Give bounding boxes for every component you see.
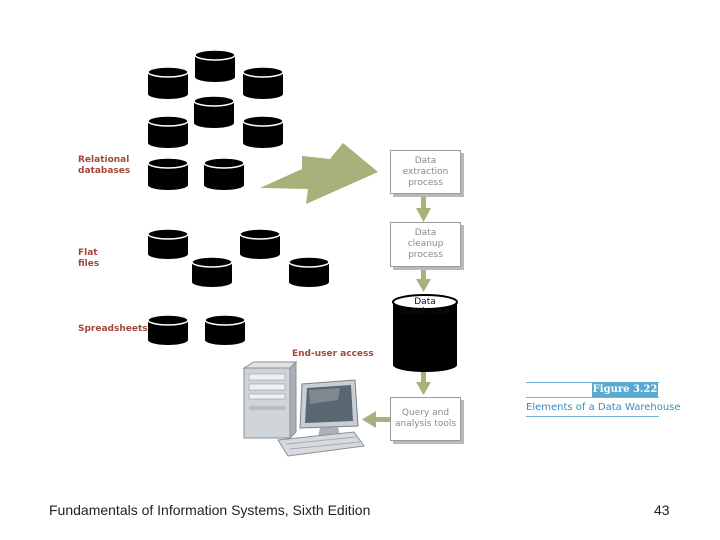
- figure-middle-rule: [526, 397, 659, 398]
- relational-database-group: [147, 49, 284, 190]
- end-user-access-label: End-user access: [292, 349, 374, 359]
- flow-arrow: [416, 267, 431, 292]
- database-icon: [204, 314, 246, 345]
- database-icon: [191, 256, 233, 287]
- footer-book-title: Fundamentals of Information Systems, Six…: [49, 502, 371, 518]
- database-icon: [193, 95, 235, 128]
- database-icon: [288, 256, 330, 287]
- figure-caption: Elements of a Data Warehouse: [526, 402, 681, 413]
- data-extraction-box: Data extraction process: [390, 150, 461, 194]
- database-icon: [203, 157, 245, 190]
- flat-files-group: [147, 228, 330, 287]
- input-arrow: [260, 143, 378, 204]
- data-cleanup-box: Data cleanup process: [390, 222, 461, 267]
- database-icon: [239, 228, 281, 259]
- database-icon: [147, 228, 189, 259]
- data-warehouse-cylinder: [392, 294, 458, 372]
- relational-databases-label: Relational databases: [78, 155, 131, 176]
- page-number: 43: [654, 502, 670, 518]
- database-icon: [194, 49, 236, 82]
- spreadsheets-label: Spreadsheets: [78, 324, 148, 334]
- flow-arrow: [416, 195, 431, 222]
- database-icon: [147, 157, 189, 190]
- flow-arrow: [362, 411, 390, 428]
- query-analysis-box: Query and analysis tools: [390, 397, 461, 441]
- figure-bottom-rule: [526, 416, 659, 417]
- database-icon: [147, 115, 189, 148]
- database-icon: [147, 66, 189, 99]
- data-warehouse-label: Data warehouse: [400, 297, 450, 317]
- flat-files-label: Flat files: [78, 248, 100, 269]
- figure-number: Figure 3.22: [592, 382, 658, 397]
- spreadsheets-group: [147, 314, 246, 345]
- flow-arrow: [416, 371, 431, 395]
- database-icon: [242, 66, 284, 99]
- computer-icon: [242, 360, 365, 457]
- database-icon: [242, 115, 284, 148]
- database-icon: [147, 314, 189, 345]
